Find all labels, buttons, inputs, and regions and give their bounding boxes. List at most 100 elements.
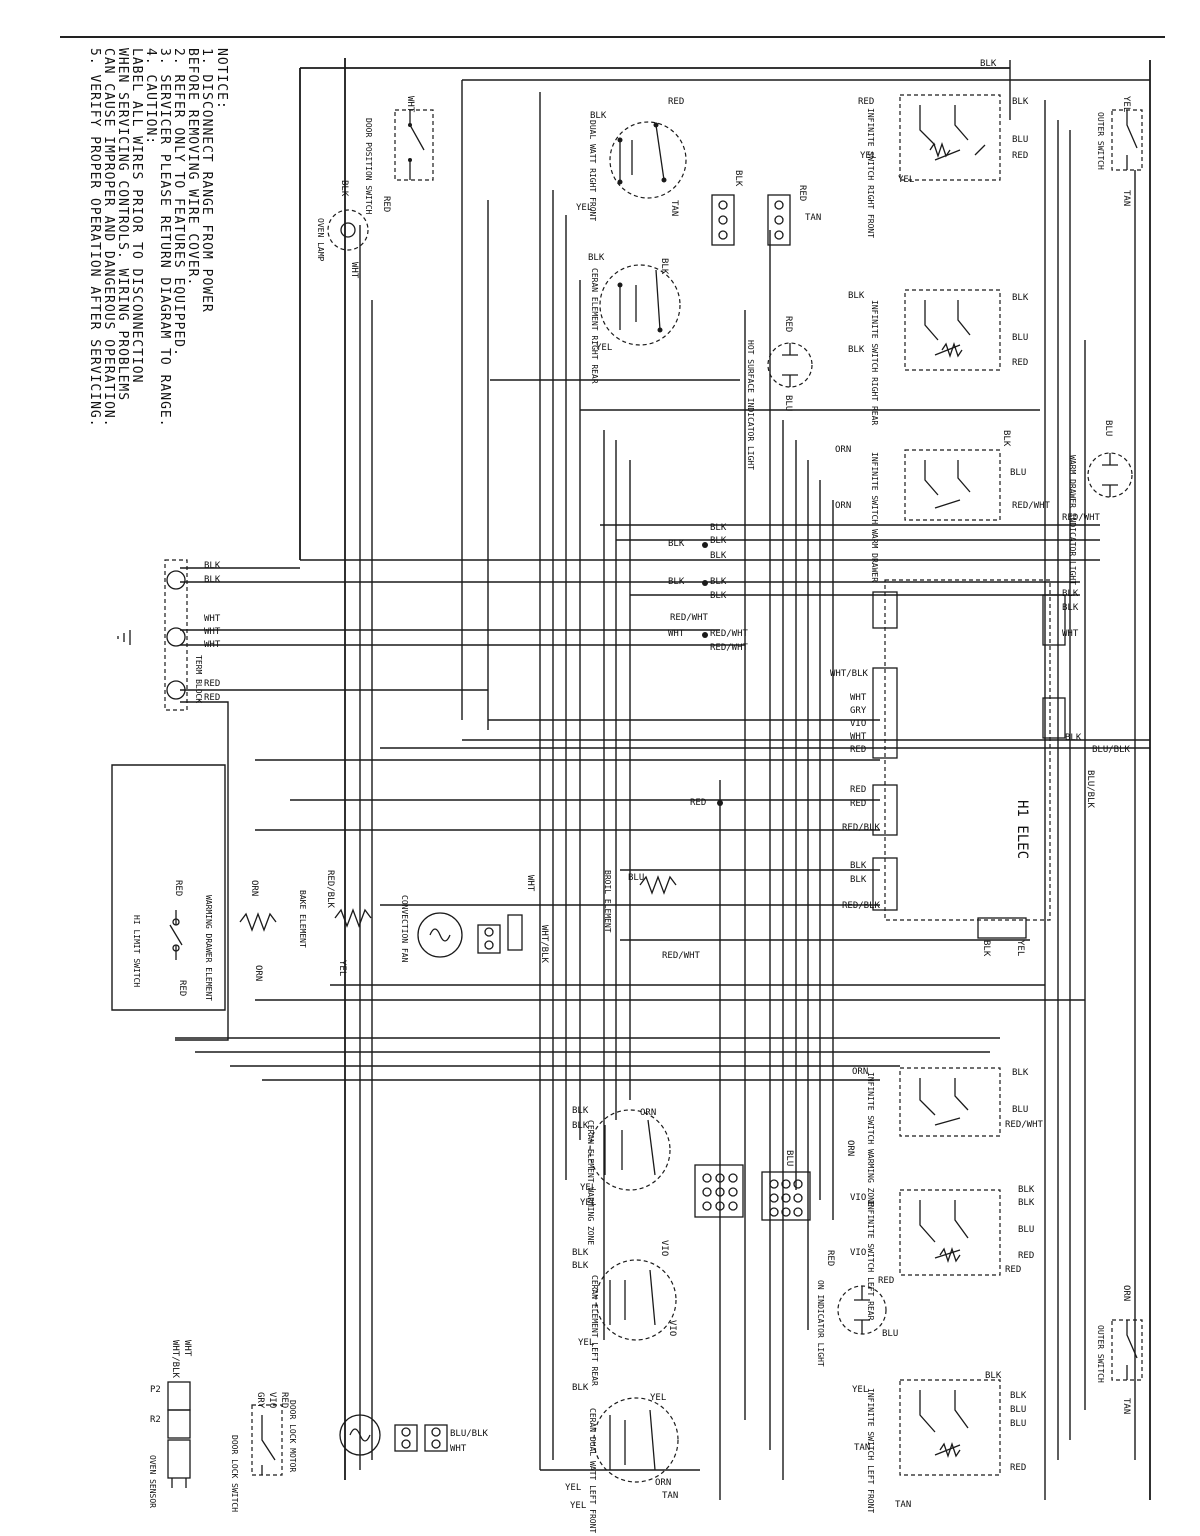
notice-line-1: 1. DISCONNECT RANGE FROM POWER — [199, 48, 214, 313]
bake-element: BAKE ELEMENT RED/BLK YEL — [298, 870, 372, 976]
wire-label-blu-iwz: BLU — [1012, 1105, 1028, 1115]
wire-label-blk-h1c: BLK — [1065, 733, 1082, 743]
wire-label-red-on: RED — [878, 1276, 894, 1286]
wire-label-orn-iwz2: ORN — [845, 1140, 855, 1156]
wire-label-blk-j5: BLK — [668, 577, 685, 587]
wire-label-red-plug2: RED — [825, 1250, 835, 1266]
door-lock-motor-label: DOOR LOCK MOTOR — [288, 1400, 297, 1472]
element-left-front: CERAN DUAL WATT LEFT FRONT BLK YEL ORN T… — [565, 1383, 679, 1533]
wire-label-blu-on: BLU — [882, 1329, 898, 1339]
wire-label-blk-j7: BLK — [710, 591, 727, 601]
notice-block: NOTICE: 1. DISCONNECT RANGE FROM POWER B… — [87, 48, 229, 428]
h1-elec-label: H1 ELEC — [1014, 800, 1030, 859]
wire-label-blk-lamp: BLK — [339, 180, 349, 197]
notice-line-7: WHEN SERVICING CONTROLS. WIRING PROBLEMS — [115, 48, 130, 401]
wire-label-yel-irf2: YEL — [898, 175, 914, 185]
wire-label-blk-h1e: BLK — [850, 875, 867, 885]
wire-label-gry-dls: GRY — [255, 1392, 265, 1409]
infinite-switch-left-rear: INFINITE SWITCH LEFT REAR VIO VIO BLK BL… — [850, 1185, 1035, 1321]
wire-label-wht-dlm: WHT — [450, 1444, 467, 1454]
wire-label-blk-wz2: BLK — [572, 1121, 589, 1131]
wire-label-blk-j3: BLK — [710, 536, 727, 546]
wire-label-blublk-h1b: BLU/BLK — [1085, 770, 1095, 809]
wire-label-red-ilr: RED — [1018, 1251, 1034, 1261]
element-left-rear: CERAN ELEMENT LEFT REAR BLK BLK VIO YEL — [572, 1248, 677, 1386]
wire-label-red-1: RED — [204, 679, 220, 689]
infinite-switch-right-front: INFINITE SWITCH RIGHT FRONT RED YEL YEL … — [858, 59, 1029, 238]
outer-switch-bottom: OUTER SWITCH ORN TAN — [1096, 1285, 1143, 1414]
junction-labels: BLK BLK BLK BLK BLK BLK BLK RED/WHT WHT … — [668, 523, 749, 808]
wire-label-red-ilr2: RED — [1005, 1265, 1021, 1275]
top-rule — [60, 36, 1165, 38]
wire-label-blk-top: BLK — [980, 59, 997, 69]
wire-label-yel-os: YEL — [1121, 96, 1131, 112]
hot-surface-indicator-light: HOT SURFACE INDICATOR LIGHT RED BLU — [746, 316, 813, 470]
connector-right-plug: BLK RED TAN — [711, 170, 821, 246]
wire-label-blk-irr2: BLK — [848, 345, 865, 355]
element-warming-zone: CERAN ELEMENT WARMING ZONE BLK BLK ORN Y… — [572, 1106, 671, 1245]
infinite-left-front-label: INFINITE SWITCH LEFT FRONT — [866, 1388, 875, 1513]
door-position-switch-label: DOOR POSITION SWITCH — [364, 118, 373, 215]
wire-label-blk-plug: BLK — [733, 170, 743, 187]
oven-lamp-label: OVEN LAMP — [316, 218, 325, 262]
infinite-right-rear-label: INFINITE SWITCH RIGHT REAR — [870, 300, 879, 425]
convection-fan: CONVECTION FAN WHT WHT/BLK — [400, 875, 549, 964]
warming-drawer-element: WARMING DRAWER ELEMENT ORN ORN — [204, 880, 277, 1001]
wire-label-blk-irf: BLK — [1012, 97, 1029, 107]
wire-label-yel-ilf: YEL — [852, 1385, 868, 1395]
hi-limit-switch: HI LIMIT SWITCH RED RED — [132, 880, 187, 996]
notice-line-9: 5. VERIFY PROPER OPERATION AFTER SERVICI… — [87, 48, 102, 428]
wire-label-wht-h1c: WHT — [850, 732, 867, 742]
notice-line-2: BEFORE REMOVING WIRE COVER. — [185, 48, 200, 286]
wire-label-red-door: RED — [381, 196, 391, 212]
wire-label-yel-bake: YEL — [337, 960, 347, 976]
wire-label-redwht-iwd: RED/WHT — [1012, 501, 1051, 511]
wire-label-blk-iwd: BLK — [1001, 430, 1011, 447]
door-lock-motor: DOOR LOCK MOTOR BLU/BLK WHT — [288, 1400, 489, 1472]
infinite-switch-warming-zone: INFINITE SWITCH WARMING ZONE ORN ORN BLK… — [845, 1067, 1044, 1207]
wire-label-red-irr: RED — [1012, 358, 1028, 368]
wire-label-blk-lr2: BLK — [572, 1261, 589, 1271]
wire-label-orn-wde2: ORN — [253, 965, 263, 981]
wire-label-blk-ilf2: BLK — [1010, 1391, 1027, 1401]
wire-label-blu-ilf: BLU — [1010, 1405, 1026, 1415]
notice-line-5: 4. CAUTION: — [143, 48, 158, 145]
wire-label-redwht-broil: RED/WHT — [662, 951, 701, 961]
wire-label-blu-irr: BLU — [1012, 333, 1028, 343]
oven-lamp: OVEN LAMP BLK WHT — [316, 180, 369, 279]
infinite-switch-right-rear: INFINITE SWITCH RIGHT REAR BLK BLK BLK B… — [848, 289, 1029, 425]
wire-label-yel-rf: YEL — [576, 203, 592, 213]
wire-label-blk-h1f: BLK — [981, 940, 991, 957]
wire-label-blk-j1: BLK — [710, 523, 727, 533]
door-lock-switch-label: DOOR LOCK SWITCH — [230, 1435, 239, 1512]
wire-label-red-dls: RED — [279, 1392, 289, 1408]
broil-element-label: BROIL ELEMENT — [603, 870, 612, 933]
wire-label-blk-j2: BLK — [668, 539, 685, 549]
wire-label-wht-os: WHT — [182, 1340, 192, 1357]
connector-r2-label: R2 — [150, 1415, 161, 1425]
wire-label-yel-lf3: YEL — [570, 1501, 586, 1511]
wire-label-red-hs: RED — [783, 316, 793, 332]
notice-heading: NOTICE: — [214, 48, 229, 110]
notice-line-4: 3. SERVICER PLEASE RETURN DIAGRAM TO RAN… — [157, 48, 172, 428]
wire-label-blk-rf: BLK — [590, 111, 607, 121]
wire-label-wht-door: WHT — [405, 96, 415, 113]
wire-label-wht-j: WHT — [668, 629, 685, 639]
wire-label-red-hl2: RED — [177, 980, 187, 996]
element-right-front-label: DUAL WATT RIGHT FRONT — [588, 120, 597, 221]
wire-label-red-rf: RED — [668, 97, 684, 107]
element-warming-zone-label: CERAN ELEMENT WARMING ZONE — [586, 1120, 595, 1245]
wire-label-blu-ilr: BLU — [1018, 1225, 1034, 1235]
infinite-switch-left-front: INFINITE SWITCH LEFT FRONT YEL TAN TAN B… — [852, 1371, 1027, 1513]
wire-label-blublk-dlm: BLU/BLK — [450, 1429, 489, 1439]
vertical-bus-wires — [299, 58, 1151, 1500]
wire-label-blk-irr3: BLK — [1012, 293, 1029, 303]
element-left-front-label: CERAN DUAL WATT LEFT FRONT — [588, 1408, 597, 1533]
infinite-left-rear-label: INFINITE SWITCH LEFT REAR — [866, 1200, 875, 1321]
wire-label-red-h1b: RED — [850, 785, 866, 795]
wire-label-yel-lf2: YEL — [565, 1483, 581, 1493]
element-left-rear-label: CERAN ELEMENT LEFT REAR — [590, 1275, 599, 1386]
wire-label-wht-fan: WHT — [525, 875, 535, 892]
wire-label-blu-irf: BLU — [1012, 135, 1028, 145]
wire-label-vio-ilr: VIO — [850, 1193, 866, 1203]
